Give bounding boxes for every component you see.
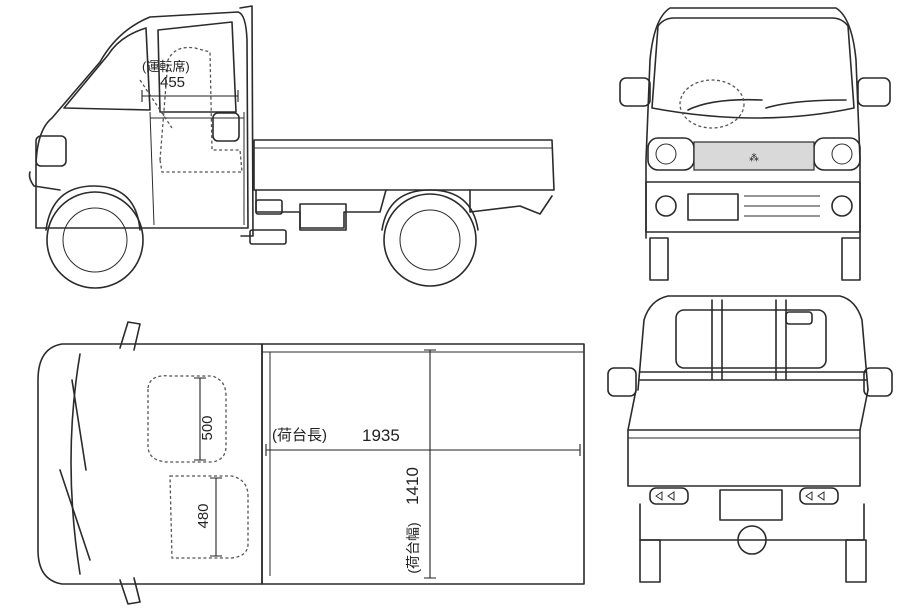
rear-cab-outline — [637, 295, 869, 391]
bed-length-value: 1935 — [362, 426, 400, 445]
rear-body-sides — [627, 389, 869, 431]
front-wheel-arch — [45, 185, 141, 231]
seat-front-dim-line — [194, 377, 206, 461]
rear-chassis-back — [639, 503, 865, 541]
seat-width-dim-line — [141, 90, 239, 102]
taillight-left — [649, 487, 689, 505]
rear-view — [607, 295, 893, 583]
side-view: (運転席) 455 — [28, 5, 555, 289]
brand-emblem-icon: ⁂ — [749, 153, 759, 164]
rear-window — [675, 309, 827, 369]
top-windshield — [70, 353, 81, 575]
front-mirror-left — [619, 77, 651, 107]
headlight-right-lens — [831, 143, 853, 165]
taillight-chevrons — [655, 491, 825, 501]
bumper-slats — [744, 195, 820, 217]
wiper-sweep-hint — [679, 79, 745, 129]
seat-rear-dim: 480 — [195, 503, 212, 528]
plate-front — [687, 193, 739, 221]
fuel-tank — [299, 203, 347, 231]
rear-wheel-side — [383, 193, 477, 287]
bed-length-label: (荷台長) — [272, 427, 327, 444]
seat-rear-dim-line — [210, 477, 222, 557]
bed-inner — [262, 351, 584, 576]
driver-seat-outline — [159, 46, 243, 173]
taillight-right — [799, 487, 839, 505]
front-bumper — [28, 171, 61, 191]
step — [249, 229, 287, 245]
foglight-right — [831, 195, 853, 217]
side-headlight — [35, 135, 67, 167]
top-wiper-right — [59, 469, 91, 561]
driver-seat-label: (運転席) — [142, 59, 190, 74]
cargo-bed — [253, 139, 555, 191]
rear-mirror-right — [863, 367, 893, 397]
cab-outline — [35, 11, 249, 229]
rear-wheel-rim — [399, 209, 461, 271]
wiper-left — [687, 98, 763, 111]
bed-width-label: (荷台幅) — [405, 522, 421, 573]
bed-width-dim-line — [424, 349, 436, 579]
headlight-left-lens — [655, 143, 677, 165]
door-line — [149, 111, 245, 226]
foglight-left — [655, 195, 677, 217]
rear-plate — [719, 489, 783, 521]
rear-wheel-arch — [381, 189, 479, 231]
headlight-left — [647, 137, 695, 171]
rear-light-side — [255, 199, 283, 215]
side-mirror — [212, 112, 240, 142]
front-mirror-right — [857, 77, 891, 107]
headboard-guard — [639, 299, 867, 381]
rear-mirror-left — [607, 367, 637, 397]
front-bumper-front — [645, 181, 861, 233]
rear-tyre-left — [639, 539, 661, 583]
rear-chassis — [469, 189, 553, 215]
bed-width-value: 1410 — [403, 467, 422, 505]
top-mirror-upper — [119, 321, 141, 351]
top-mirror-lower — [119, 577, 141, 605]
front-wheel-rim — [62, 207, 128, 273]
wiper-right — [765, 99, 847, 109]
top-cargo-bed — [261, 343, 585, 585]
top-wiper-left — [71, 379, 87, 471]
front-windshield — [651, 17, 855, 119]
front-grille — [693, 141, 815, 171]
rear-tyre-right — [845, 539, 867, 583]
front-view: ⁂ — [619, 7, 891, 281]
headlight-right — [813, 137, 861, 171]
steering-hint — [139, 79, 173, 129]
top-seat-rear — [169, 475, 249, 559]
top-seat-front — [147, 375, 227, 463]
side-window — [157, 21, 237, 113]
seat-front-dim: 500 — [199, 415, 216, 440]
front-cab-outline — [645, 7, 861, 239]
chassis — [255, 189, 387, 229]
third-brake-light — [785, 311, 813, 325]
driver-seat-width: 455 — [160, 74, 185, 91]
front-wheel-side — [46, 191, 144, 289]
front-tyre-left — [649, 237, 669, 281]
bed-length-dim-line — [265, 444, 581, 456]
top-view: 500 480 (荷台長) 1935 (荷台幅) 1410 — [37, 321, 585, 605]
tailgate — [627, 429, 861, 487]
spare-tyre — [737, 525, 767, 555]
windshield — [63, 27, 151, 111]
cab-rear-post — [239, 5, 254, 237]
top-cab-outline — [37, 343, 263, 585]
front-tyre-right — [841, 237, 861, 281]
